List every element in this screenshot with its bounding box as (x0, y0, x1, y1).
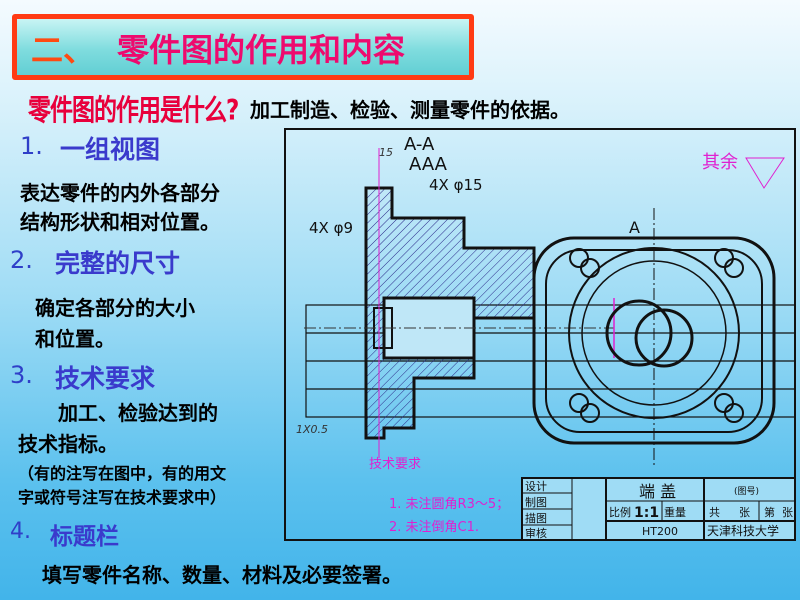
answer-text: 加工制造、检验、测量零件的依据。 (250, 98, 570, 122)
part-drawing: A-A AAA 4X φ15 4X φ9 15 1X0.5 其余 A 技术要求 … (284, 128, 796, 541)
role-design: 设计 (525, 480, 547, 493)
section-view (304, 148, 615, 458)
part-name: 端 盖 (639, 482, 676, 501)
role-draft: 制图 (525, 496, 547, 509)
roughness-note: 其余 (702, 152, 738, 173)
section-3-heading: 技术要求 (55, 364, 156, 393)
section-1-line-1: 表达零件的内外各部分 (20, 181, 220, 205)
section-4-number: 4. (10, 519, 31, 544)
tech-req-item-2: 2. 未注倒角C1. (389, 520, 479, 535)
section-3-line-2: 技术指标。 (18, 432, 118, 456)
section-label: A-A (404, 134, 435, 155)
role-review: 审核 (525, 526, 547, 540)
section-3-note-2: 字或符号注写在技术要求中） (18, 488, 227, 507)
view-label: A (629, 218, 640, 237)
section-2-line-2: 和位置。 (35, 327, 115, 351)
weight-label: 重量 (664, 505, 686, 519)
chamfer-dim: 1X0.5 (296, 423, 328, 436)
material: HT200 (642, 525, 678, 538)
section-3-note-1: （有的注写在图中，有的用文 (18, 464, 227, 483)
role-trace: 描图 (525, 511, 547, 525)
section-4-line-1: 填写零件名称、数量、材料及必要签署。 (42, 563, 402, 587)
section-label-overlap: AAA (409, 154, 448, 175)
title-block: 设计 制图 描图 审核 端 盖 (图号) 比例 1:1 重量 共 张 第 张 H… (521, 477, 796, 541)
sheets-unit-1: 张 (739, 506, 750, 519)
hole-dim-9: 4X φ9 (309, 219, 353, 237)
section-1-line-2: 结构形状和相对位置。 (20, 210, 220, 234)
section-2-heading: 完整的尺寸 (55, 249, 181, 278)
section-1-number: 1. (20, 132, 43, 160)
section-3-line-1: 加工、检验达到的 (58, 401, 218, 425)
scale-label: 比例 (609, 505, 631, 519)
tech-req-title: 技术要求 (369, 457, 421, 472)
sheets-total-label: 共 (709, 506, 720, 519)
tech-req-item-1: 1. 未注圆角R3～5； (389, 497, 509, 512)
organization: 天津科技大学 (707, 523, 779, 538)
title-number: 二、 (31, 31, 96, 69)
section-1-heading: 一组视图 (60, 135, 161, 164)
roughness-symbol-icon (745, 157, 785, 189)
hole-dim-15: 4X φ15 (429, 176, 483, 194)
section-3-number: 3. (10, 361, 33, 389)
drawing-number: (图号) (734, 486, 759, 497)
front-view (532, 208, 776, 468)
sheets-unit-2: 张 (782, 506, 793, 519)
slide-title: 零件图的作用和内容 (117, 31, 406, 69)
scale-value: 1:1 (634, 505, 659, 521)
top-dim: 15 (379, 146, 393, 159)
question-text: 零件图的作用是什么? (28, 94, 239, 128)
section-4-heading: 标题栏 (50, 524, 119, 550)
slide-title-box: 二、 零件图的作用和内容 (12, 14, 474, 80)
technical-requirements: 技术要求 1. 未注圆角R3～5； 2. 未注倒角C1. (369, 457, 509, 535)
sheet-no-label: 第 (764, 505, 775, 519)
section-2-number: 2. (10, 246, 33, 274)
section-2-line-1: 确定各部分的大小 (35, 296, 195, 320)
